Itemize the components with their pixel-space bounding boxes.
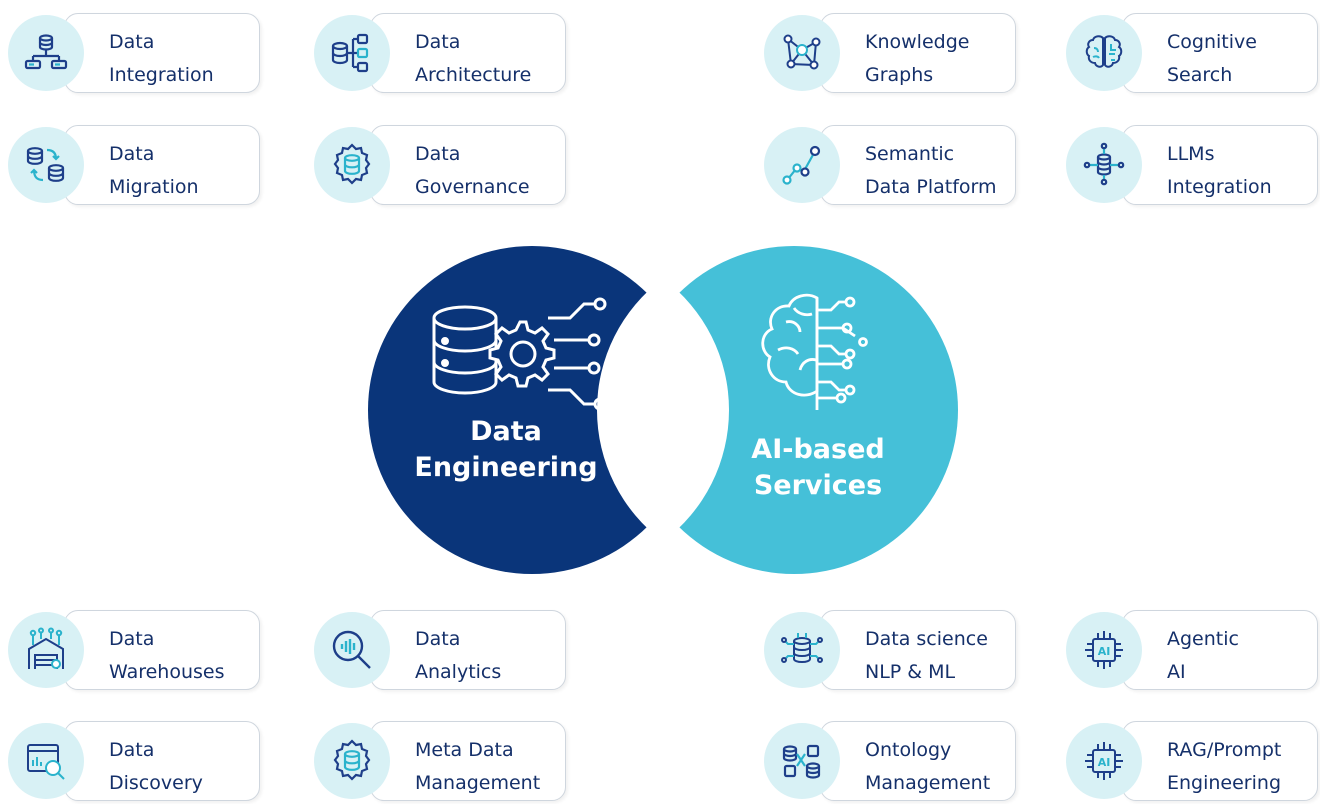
svg-text:AI: AI bbox=[1098, 756, 1111, 769]
icon-bubble bbox=[314, 127, 390, 203]
card-frame bbox=[370, 125, 566, 205]
node-path-icon bbox=[782, 145, 821, 185]
card-data-architecture: Data Architecture bbox=[312, 10, 570, 96]
card-frame bbox=[820, 13, 1016, 93]
card-llms-integration: LLMs Integration bbox=[1064, 122, 1320, 208]
icon-bubble bbox=[8, 723, 84, 799]
card-label: Agentic AI bbox=[1167, 628, 1239, 683]
card-frame bbox=[370, 721, 566, 801]
card-label: Data Discovery bbox=[109, 739, 203, 794]
card-label: Semantic Data Platform bbox=[865, 143, 997, 198]
card-label: Data Migration bbox=[109, 143, 199, 198]
database-gear-icon bbox=[333, 739, 371, 781]
database-hub-icon bbox=[1083, 142, 1125, 186]
card-frame bbox=[1122, 721, 1318, 801]
svg-text:AI: AI bbox=[1098, 645, 1111, 658]
data-engineering-label: Data Engineering bbox=[414, 416, 598, 483]
brain-circuit-icon bbox=[761, 293, 868, 410]
card-label: Data Governance bbox=[415, 143, 530, 198]
card-cognitive-search: Cognitive Search bbox=[1064, 10, 1320, 96]
browser-search-icon bbox=[27, 744, 65, 780]
ai-services-circle bbox=[630, 246, 958, 574]
icon-bubble bbox=[1066, 15, 1142, 91]
ai-services-label: AI-based Services bbox=[751, 434, 885, 501]
database-exchange-icon bbox=[782, 744, 821, 779]
card-knowledge-graphs: Knowledge Graphs bbox=[762, 10, 1020, 96]
card-frame bbox=[64, 610, 260, 690]
database-gear-circuit-icon bbox=[432, 297, 607, 411]
database-gear-icon bbox=[333, 143, 371, 185]
brain-icon bbox=[1085, 35, 1123, 68]
card-data-analytics: Data Analytics bbox=[312, 607, 570, 693]
card-frame bbox=[64, 721, 260, 801]
venn-diagram: Data Engineering AI-based Services bbox=[368, 246, 958, 574]
card-meta-data-management: Meta Data Management bbox=[312, 718, 570, 804]
card-label: Meta Data Management bbox=[415, 739, 541, 794]
card-rag-prompt-engineering: AI RAG/Prompt Engineering bbox=[1064, 718, 1320, 804]
icon-bubble bbox=[314, 15, 390, 91]
icon-bubble bbox=[764, 612, 840, 688]
magnifier-chart-icon bbox=[332, 630, 371, 669]
card-frame bbox=[64, 13, 260, 93]
icon-bubble: AI bbox=[1066, 612, 1142, 688]
card-label: Data science NLP & ML bbox=[865, 628, 988, 683]
database-transfer-icon bbox=[26, 147, 65, 182]
card-label: Knowledge Graphs bbox=[865, 31, 970, 86]
card-data-governance: Data Governance bbox=[312, 122, 570, 208]
card-frame bbox=[820, 125, 1016, 205]
card-label: LLMs Integration bbox=[1167, 143, 1272, 198]
database-hierarchy-icon bbox=[331, 33, 369, 73]
icon-bubble bbox=[1066, 127, 1142, 203]
icon-bubble bbox=[314, 612, 390, 688]
network-graph-icon bbox=[783, 34, 821, 70]
icon-bubble bbox=[764, 723, 840, 799]
icon-bubble bbox=[764, 15, 840, 91]
card-data-migration: Data Migration bbox=[6, 122, 264, 208]
warehouse-icon bbox=[28, 627, 64, 669]
card-data-discovery: Data Discovery bbox=[6, 718, 264, 804]
icon-bubble: AI bbox=[1066, 723, 1142, 799]
card-frame bbox=[820, 721, 1016, 801]
card-label: Data Warehouses bbox=[109, 628, 225, 683]
card-frame bbox=[64, 125, 260, 205]
card-label: Data Analytics bbox=[415, 628, 502, 683]
icon-bubble bbox=[8, 612, 84, 688]
card-frame bbox=[1122, 610, 1318, 690]
database-circuit-icon bbox=[781, 633, 823, 664]
card-data-warehouses: Data Warehouses bbox=[6, 607, 264, 693]
card-ontology-management: Ontology Management bbox=[762, 718, 1020, 804]
card-semantic-data-platform: Semantic Data Platform bbox=[762, 122, 1020, 208]
card-label: Data Architecture bbox=[415, 31, 532, 86]
icon-bubble bbox=[8, 127, 84, 203]
card-frame bbox=[1122, 13, 1318, 93]
database-network-icon bbox=[24, 34, 68, 70]
icon-bubble bbox=[764, 127, 840, 203]
card-frame bbox=[1122, 125, 1318, 205]
card-label: Ontology Management bbox=[865, 739, 991, 794]
venn-overlap bbox=[596, 278, 730, 542]
card-label: Cognitive Search bbox=[1167, 31, 1257, 86]
ai-chip-icon: AI bbox=[1085, 631, 1123, 669]
card-label: Data Integration bbox=[109, 31, 214, 86]
ai-chip-icon: AI bbox=[1085, 742, 1123, 780]
icon-bubble bbox=[314, 723, 390, 799]
icon-bubble bbox=[8, 15, 84, 91]
card-label: RAG/Prompt Engineering bbox=[1167, 739, 1282, 794]
card-agentic-ai: AI Agentic AI bbox=[1064, 607, 1320, 693]
card-data-integration: Data Integration bbox=[6, 10, 264, 96]
card-data-science: Data science NLP & ML bbox=[762, 607, 1020, 693]
